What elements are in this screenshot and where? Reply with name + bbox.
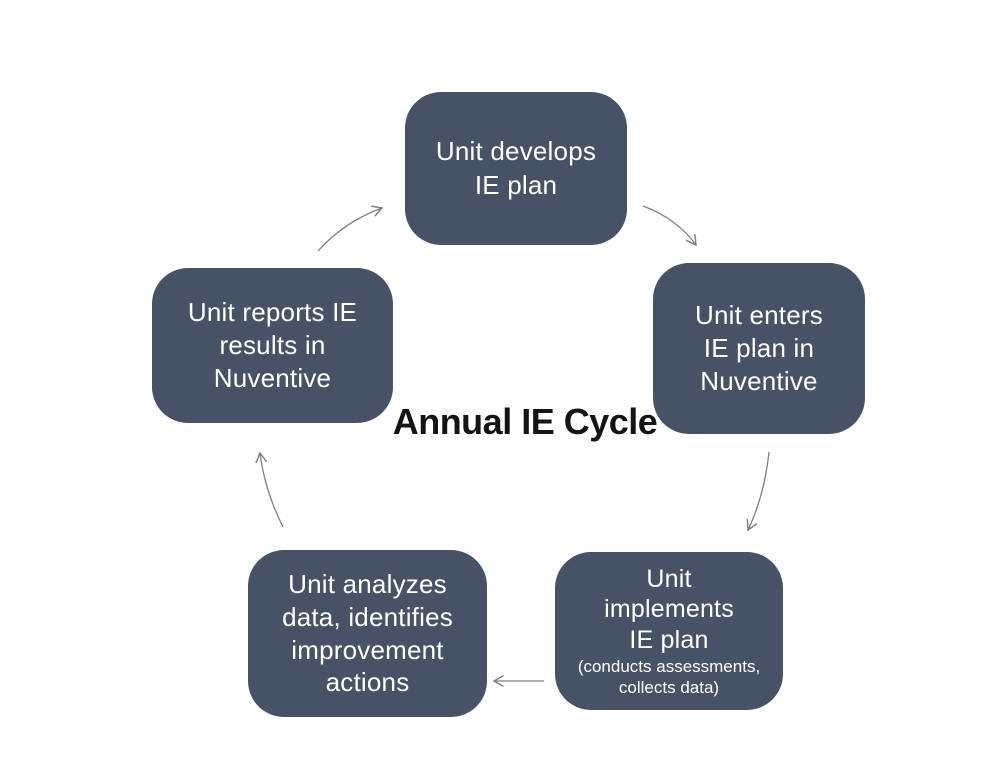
step-box-implement-plan: Unit implements IE plan (conducts assess…	[555, 552, 783, 710]
step-label-develop-plan: Unit develops IE plan	[435, 136, 597, 200]
step-box-develop-plan: Unit develops IE plan	[405, 92, 627, 245]
arrow-develop-to-enter-icon	[642, 205, 697, 247]
step-sublabel-implement-plan: (conducts assessments, collects data)	[577, 657, 761, 697]
step-label-report-results: Unit reports IE results in Nuventive	[187, 296, 358, 394]
step-box-enter-plan: Unit enters IE plan in Nuventive	[653, 263, 865, 434]
step-label-enter-plan: Unit enters IE plan in Nuventive	[695, 299, 823, 397]
arrow-report-to-develop-icon	[317, 205, 384, 252]
step-label-analyze-data: Unit analyzes data, identifies improveme…	[282, 569, 453, 698]
step-box-analyze-data: Unit analyzes data, identifies improveme…	[248, 550, 487, 717]
step-label-implement-plan: Unit implements IE plan	[604, 564, 734, 654]
arrow-enter-to-implement-icon	[746, 451, 770, 532]
step-box-report-results: Unit reports IE results in Nuventive	[152, 268, 393, 423]
diagram-title: Annual IE Cycle	[392, 401, 658, 442]
arrow-analyze-to-report-icon	[255, 451, 284, 528]
